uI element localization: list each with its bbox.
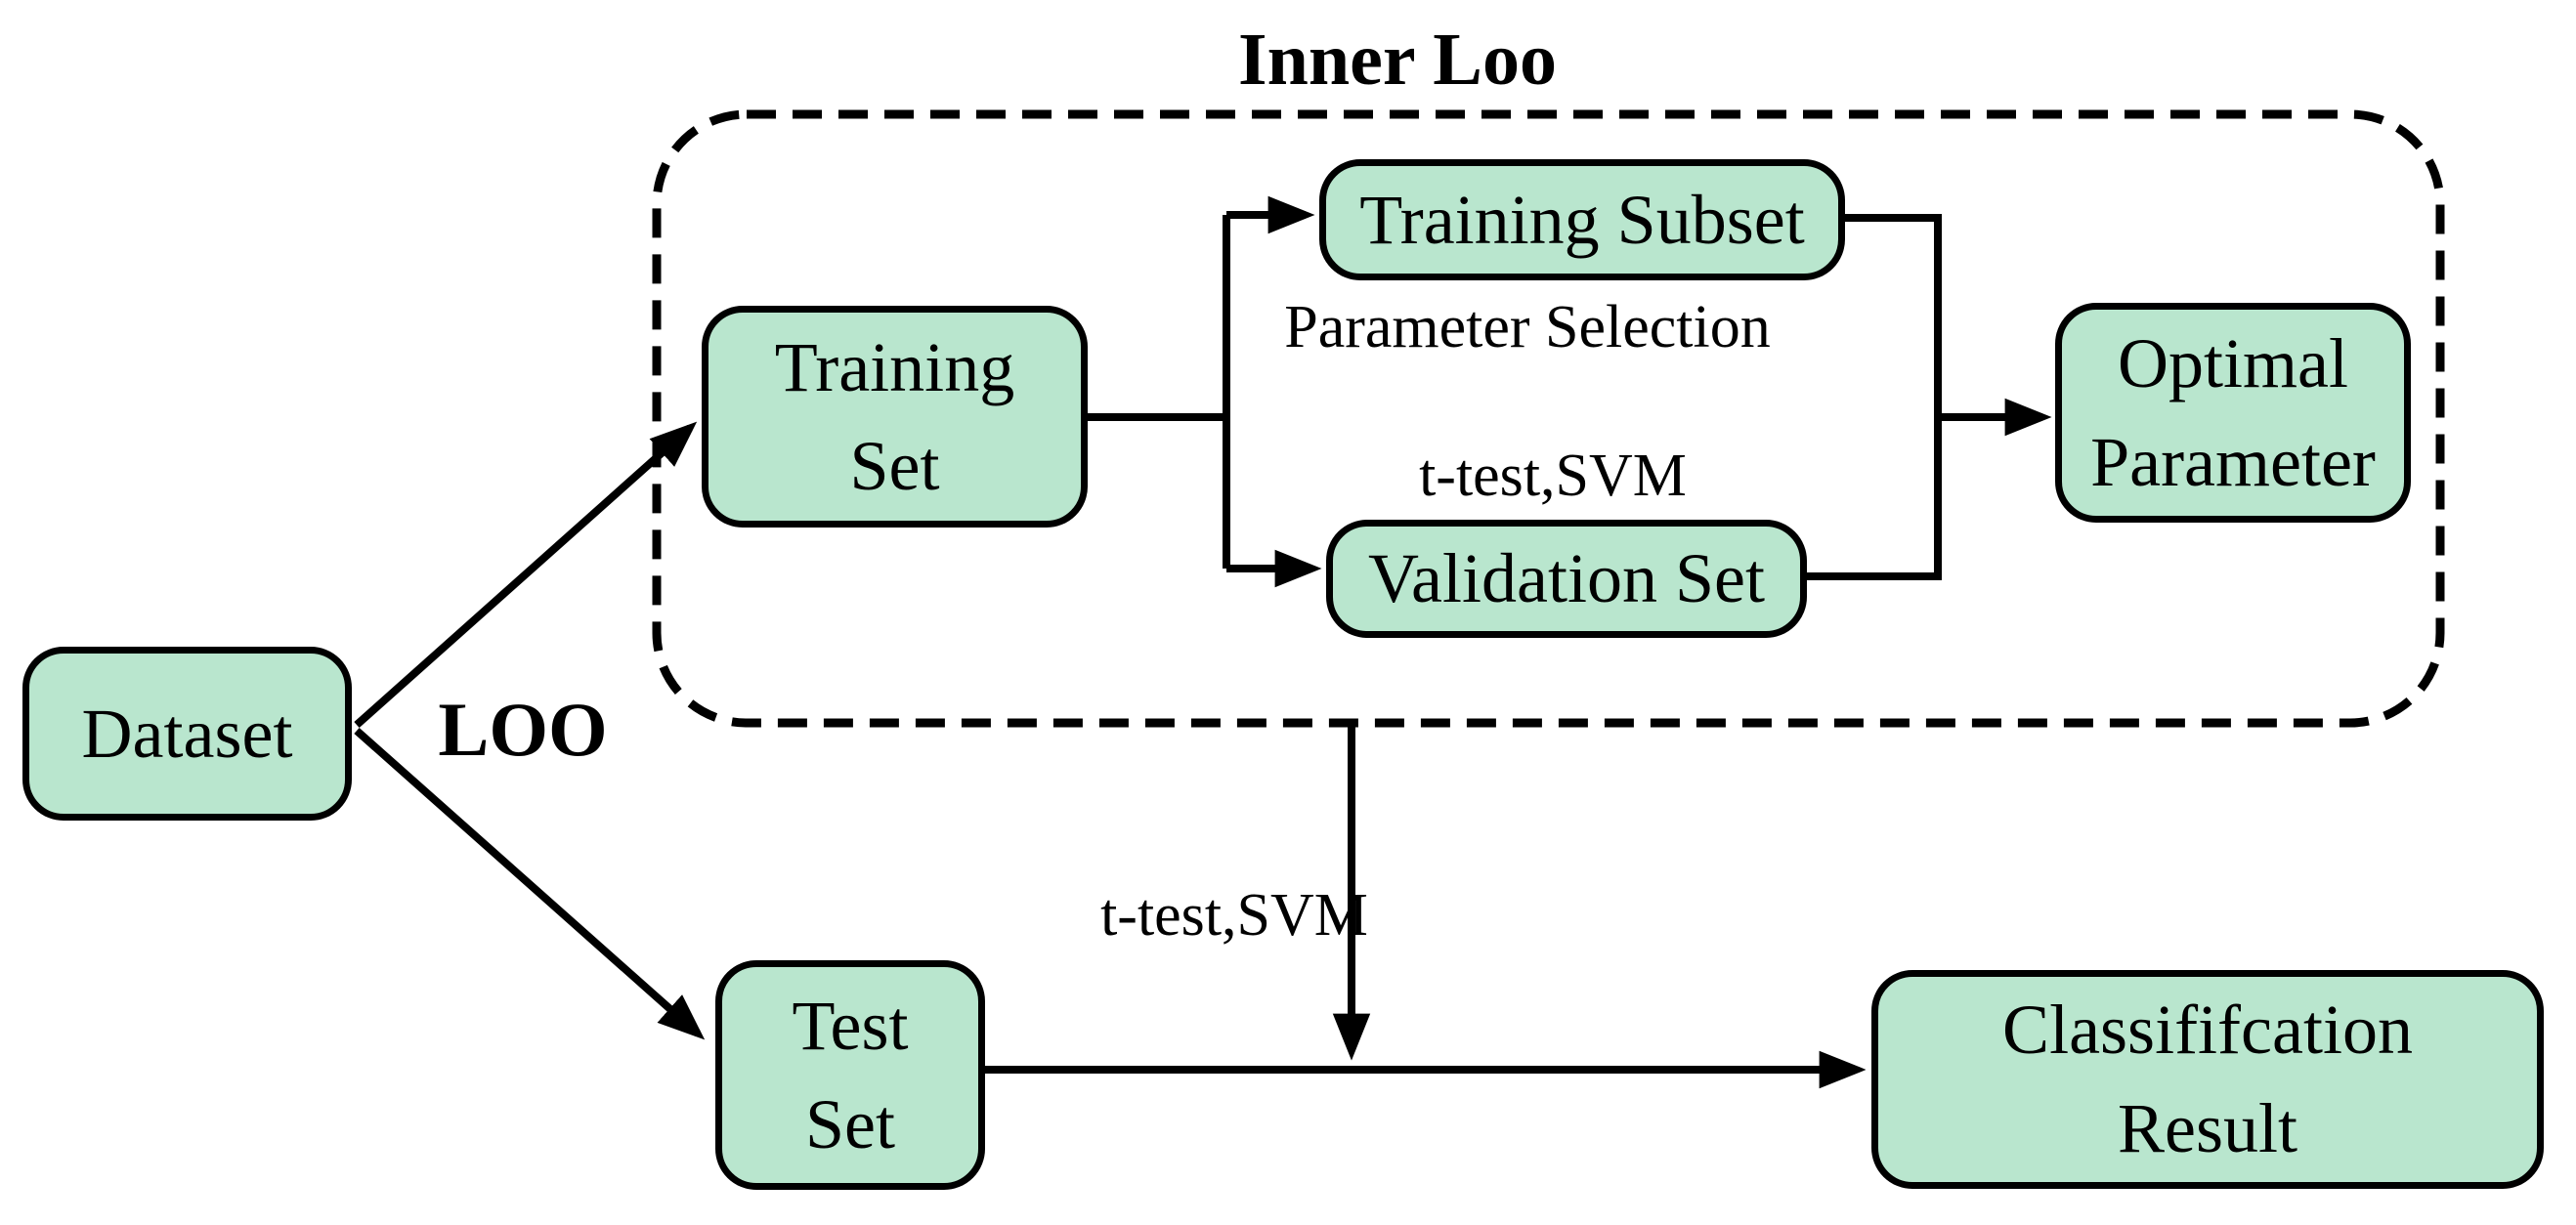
line-training-set-split bbox=[1088, 215, 1230, 569]
t-test-svm-outer-label: t-test,SVM bbox=[1100, 882, 1368, 949]
node-classification-result: Classififcation Result bbox=[1871, 970, 2544, 1189]
node-optimal-parameter: Optimal Parameter bbox=[2055, 303, 2411, 523]
line-validation-set-to-junction bbox=[1807, 417, 1942, 580]
node-optimal-parameter-label: Optimal Parameter bbox=[2090, 323, 2376, 501]
node-training-set: Training Set bbox=[702, 306, 1088, 528]
arrow-dataset-to-training-set bbox=[354, 421, 698, 728]
inner-loo-title: Inner Loo bbox=[1238, 19, 1557, 101]
loo-label: LOO bbox=[438, 687, 608, 772]
inner-loo-dashed-boundary bbox=[652, 109, 2445, 728]
arrow-dataset-to-test-set bbox=[354, 728, 706, 1040]
node-dataset-label: Dataset bbox=[81, 694, 293, 773]
node-validation-set-label: Validation Set bbox=[1368, 539, 1765, 618]
node-training-subset-label: Training Subset bbox=[1359, 180, 1805, 259]
node-training-subset: Training Subset bbox=[1319, 159, 1845, 280]
parameter-selection-label: Parameter Selection bbox=[1284, 294, 1771, 360]
node-training-set-label: Training Set bbox=[774, 327, 1015, 505]
node-test-set: Test Set bbox=[715, 960, 985, 1190]
node-classification-result-label: Classififcation Result bbox=[2002, 991, 2413, 1167]
node-test-set-label: Test Set bbox=[792, 986, 909, 1163]
node-dataset: Dataset bbox=[22, 647, 352, 821]
line-training-subset-to-junction bbox=[1845, 214, 1942, 417]
node-validation-set: Validation Set bbox=[1326, 520, 1807, 638]
t-test-svm-inner-label: t-test,SVM bbox=[1419, 443, 1687, 509]
